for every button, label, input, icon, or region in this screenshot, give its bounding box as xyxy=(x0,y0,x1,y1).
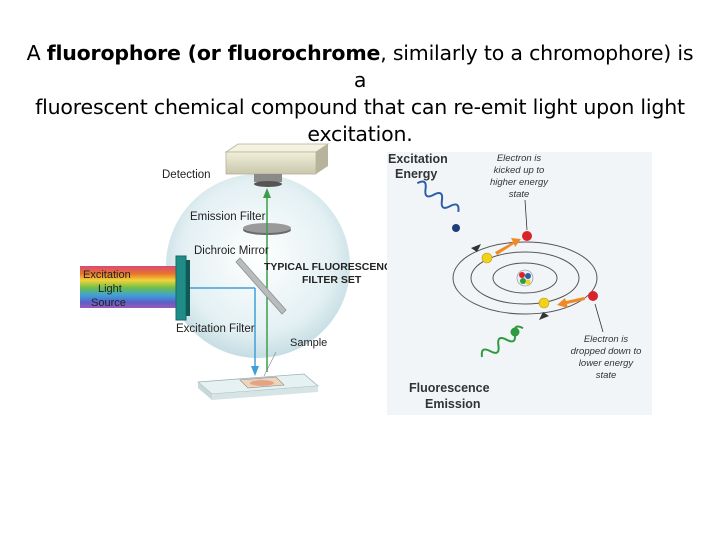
caption-line-2: fluorescent chemical compound that can r… xyxy=(35,95,685,119)
dichroic-mirror xyxy=(235,257,287,315)
label-typical-1: TYPICAL FLUORESCENCE xyxy=(264,261,390,273)
label-kicked-1: Electron is xyxy=(497,153,542,164)
sample-slide-side xyxy=(198,382,212,400)
label-energy: Energy xyxy=(395,167,437,181)
caption-term-fluorophore: fluorophore xyxy=(46,41,181,65)
electron-lower-red xyxy=(588,291,598,301)
label-source: Source xyxy=(91,297,126,309)
label-typical-2: FILTER SET xyxy=(302,274,362,286)
orbit-outer xyxy=(452,241,598,315)
label-dropped-1: Electron is xyxy=(584,334,629,345)
sample-slide-front xyxy=(212,386,318,400)
excitation-arrowhead xyxy=(251,366,259,376)
label-dropped-4: state xyxy=(596,370,617,381)
nucleus-particle-red xyxy=(519,272,525,278)
filter-set-diagram: Detection Emission Filter Dichroic Mirro… xyxy=(80,140,399,410)
label-dropped-3: lower energy xyxy=(579,358,635,369)
detector-lens xyxy=(254,174,282,182)
photon-green xyxy=(510,327,520,337)
excitation-filter-edge xyxy=(186,260,190,316)
excitation-filter xyxy=(175,255,187,321)
label-sample: Sample xyxy=(290,337,327,349)
nucleus-particle-blue xyxy=(525,273,531,279)
nucleus-particle-yellow xyxy=(525,279,531,285)
nucleus xyxy=(516,269,534,287)
label-excitation: Excitation xyxy=(83,269,131,281)
caption-rest-line-1: , similarly to a chromophore) is a xyxy=(353,41,694,92)
label-detection: Detection xyxy=(162,169,211,181)
electron-energy-diagram: Excitation Energy Electron is kicked up … xyxy=(387,152,652,415)
label-light: Light xyxy=(98,283,122,295)
label-dropped-group: Electron is dropped down to lower energy… xyxy=(571,334,642,381)
label-emission: Emission xyxy=(425,397,481,411)
pointer-dropped xyxy=(594,303,604,333)
caption-line-3: excitation. xyxy=(307,122,413,146)
electron-upper-red xyxy=(522,231,532,241)
emission-arrowhead xyxy=(263,188,271,198)
arrow-down-transition xyxy=(557,297,585,308)
nucleus-particle-green xyxy=(520,278,526,284)
detector-box xyxy=(225,151,317,175)
label-kicked-4: state xyxy=(509,189,530,200)
label-dropped-2: dropped down to xyxy=(571,346,642,357)
background-sphere xyxy=(166,174,350,358)
caption-prefix: A xyxy=(26,41,47,65)
orbit-inner xyxy=(492,262,558,294)
orbit-middle xyxy=(470,251,580,305)
orbit-arrow-left xyxy=(471,244,481,252)
sample-glow xyxy=(250,380,274,386)
detector-lens-bottom xyxy=(254,181,282,187)
caption-paren-open: (or xyxy=(180,41,228,65)
label-excitation-filter: Excitation Filter xyxy=(176,323,255,335)
photon-blue xyxy=(452,224,460,232)
label-emission-filter: Emission Filter xyxy=(190,211,266,223)
electron-energy-svg: Excitation Energy Electron is kicked up … xyxy=(388,152,642,411)
electron-lower-yellow xyxy=(538,297,550,309)
label-excitation: Excitation xyxy=(388,152,448,166)
label-kicked-group: Electron is kicked up to higher energy s… xyxy=(490,153,549,200)
caption-line-1: A fluorophore (or fluorochrome, similarl… xyxy=(20,40,700,94)
label-fluorescence: Fluorescence xyxy=(409,381,490,395)
excitation-wave xyxy=(416,180,460,213)
detector-side xyxy=(316,144,328,174)
orbit-arrow-bottom xyxy=(539,312,549,320)
label-kicked-3: higher energy xyxy=(490,177,549,188)
light-source-beam xyxy=(80,266,178,308)
caption-term-fluorochrome: fluorochrome xyxy=(227,41,381,65)
arrow-up-transition xyxy=(495,238,521,255)
pointer-kicked xyxy=(524,199,528,231)
label-dichroic-mirror: Dichroic Mirror xyxy=(194,245,269,257)
sample-pointer xyxy=(263,351,277,377)
detector-top xyxy=(224,143,330,153)
label-kicked-2: kicked up to xyxy=(494,165,545,176)
caption-text: A fluorophore (or fluorochrome, similarl… xyxy=(20,40,700,148)
filter-set-svg: Detection Emission Filter Dichroic Mirro… xyxy=(80,143,399,400)
electron-upper-yellow xyxy=(481,252,493,264)
